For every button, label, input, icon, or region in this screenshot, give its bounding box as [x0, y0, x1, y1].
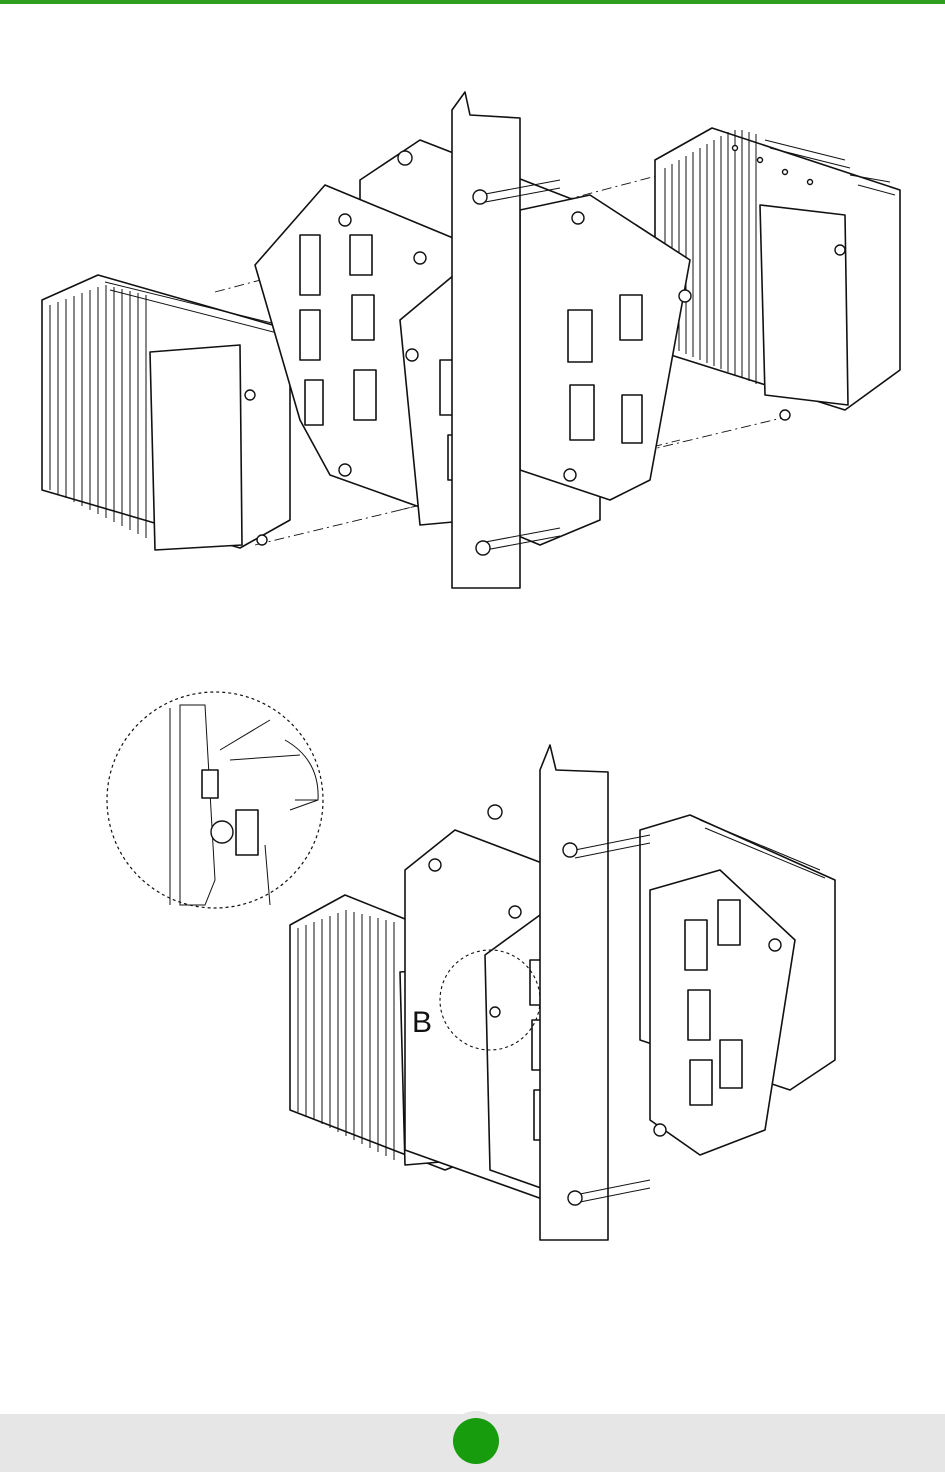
pole-bracket: [255, 92, 691, 588]
right-odu: [655, 128, 900, 420]
detail-magnifier: [107, 692, 323, 908]
figure-assembled-mount: [0, 680, 945, 1280]
figure-exploded-mount: [0, 60, 945, 620]
pole-bracket-assembled: [405, 745, 795, 1240]
green-circle-icon: [453, 1418, 499, 1464]
assembled-mount-illustration: [0, 680, 945, 1280]
page-marker: [446, 1411, 506, 1471]
left-odu: [42, 275, 290, 550]
exploded-mount-illustration: [0, 60, 945, 620]
callout-label-b: B: [412, 1008, 432, 1038]
header-rule: [0, 0, 945, 4]
